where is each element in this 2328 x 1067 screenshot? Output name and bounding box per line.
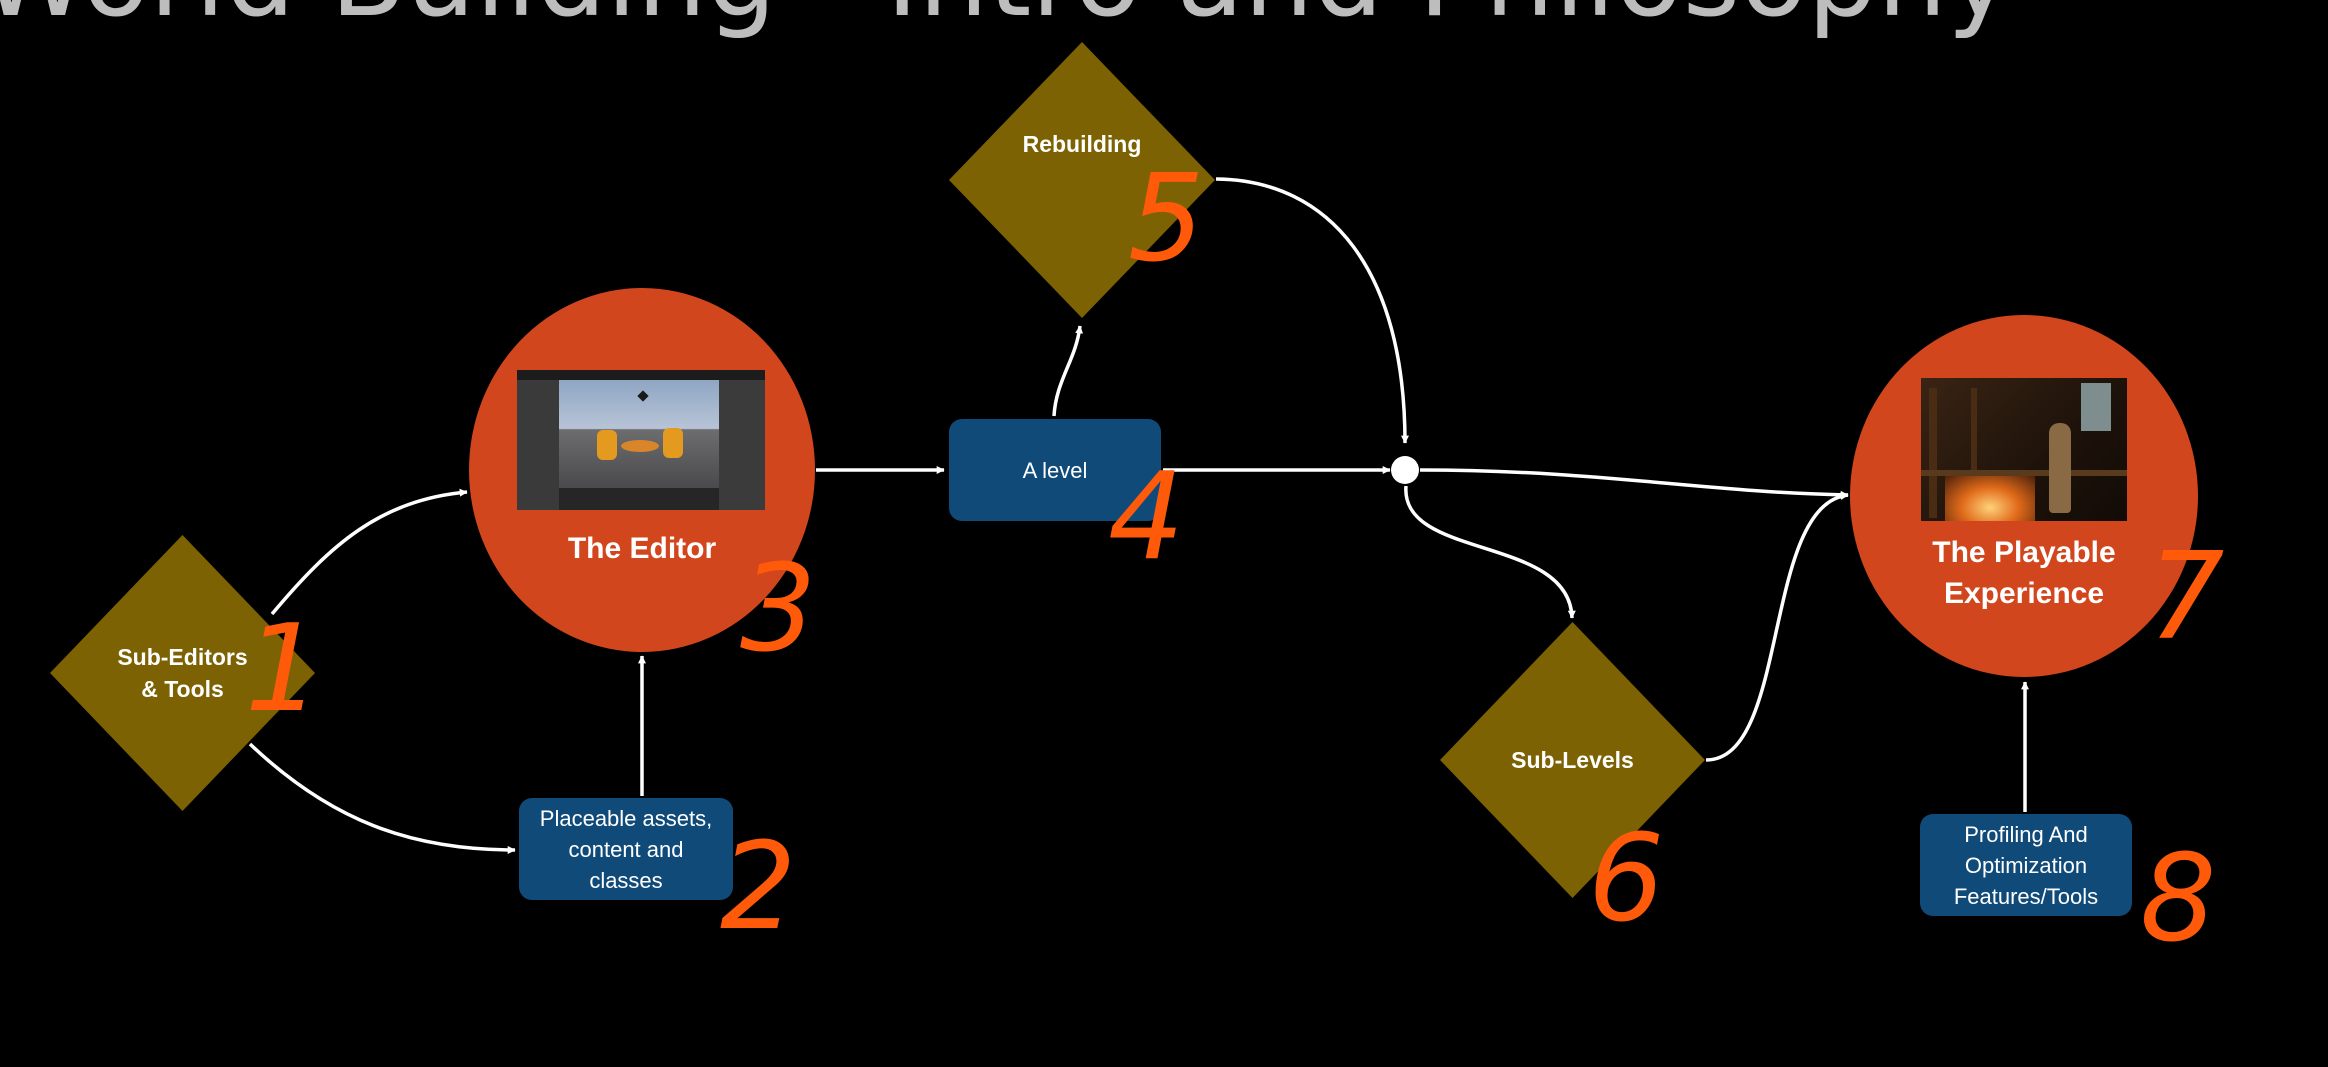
annotation-number-8: 8 <box>2140 830 2217 969</box>
node-label: Sub-Levels <box>1511 747 1634 773</box>
node-placeable-assets[interactable]: Placeable assets, content and classes <box>519 798 733 900</box>
slide-title: World Building - Intro and Philosophy <box>0 0 2180 32</box>
node-label: Sub-Editors & Tools <box>117 644 248 702</box>
node-sub-levels[interactable]: Sub-Levels <box>1440 622 1705 898</box>
annotation-number-3: 3 <box>740 540 817 679</box>
node-label: Rebuilding <box>1022 131 1142 158</box>
connector-level-to-rebuilding <box>1052 325 1084 417</box>
connector-sublevels-to-playable <box>1705 491 1849 762</box>
connector-subeditors-to-assets <box>248 742 516 854</box>
annotation-number-6: 6 <box>1588 810 1665 949</box>
annotation-number-4: 4 <box>1108 448 1185 587</box>
node-rebuilding[interactable]: Rebuilding <box>949 42 1215 318</box>
connector-rebuilding-to-junction <box>1215 177 1409 444</box>
node-label: The Editor <box>567 532 717 565</box>
connector-junction-to-playable <box>1419 468 1849 499</box>
editor-screenshot-image <box>517 370 765 510</box>
playable-screenshot-image <box>1921 378 2127 521</box>
annotation-number-7: 7 <box>2148 528 2225 667</box>
node-profiling[interactable]: Profiling And Optimization Features/Tool… <box>1920 814 2132 916</box>
annotation-number-5: 5 <box>1128 150 1205 289</box>
annotation-number-1: 1 <box>245 600 322 739</box>
node-sub-editors[interactable]: Sub-Editors & Tools <box>50 535 315 811</box>
connector-junction-to-sublevels <box>1404 485 1576 619</box>
annotation-number-2: 2 <box>720 818 797 957</box>
connector-subeditors-to-editor <box>270 488 468 616</box>
node-a-level[interactable]: A level <box>949 419 1161 521</box>
junction-node <box>1391 456 1419 484</box>
node-label: The Playable Experience <box>1932 536 2116 610</box>
